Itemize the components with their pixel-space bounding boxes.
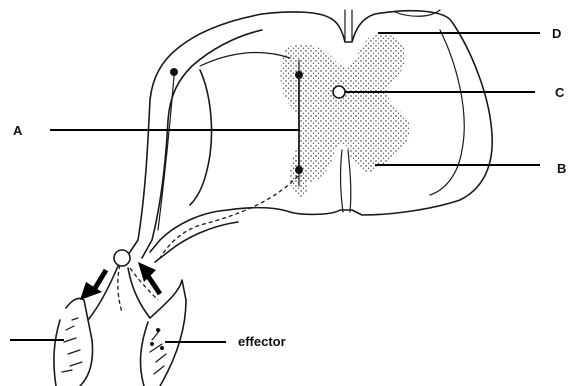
effector-muscle	[141, 280, 186, 386]
receptor	[54, 298, 93, 386]
spinal-nerve-junction	[114, 250, 130, 266]
central-canal	[333, 86, 345, 98]
grey-matter	[280, 34, 410, 182]
label-b: B	[557, 161, 566, 176]
label-a: A	[13, 123, 23, 138]
label-effector: effector	[238, 334, 286, 349]
dorsal-root-ganglion-cell	[170, 68, 178, 76]
label-d: D	[552, 26, 561, 41]
arrow-up-left-icon	[138, 262, 156, 282]
label-c: C	[555, 85, 565, 100]
spinal-cord-section	[228, 10, 492, 215]
spinal-roots	[88, 14, 298, 320]
